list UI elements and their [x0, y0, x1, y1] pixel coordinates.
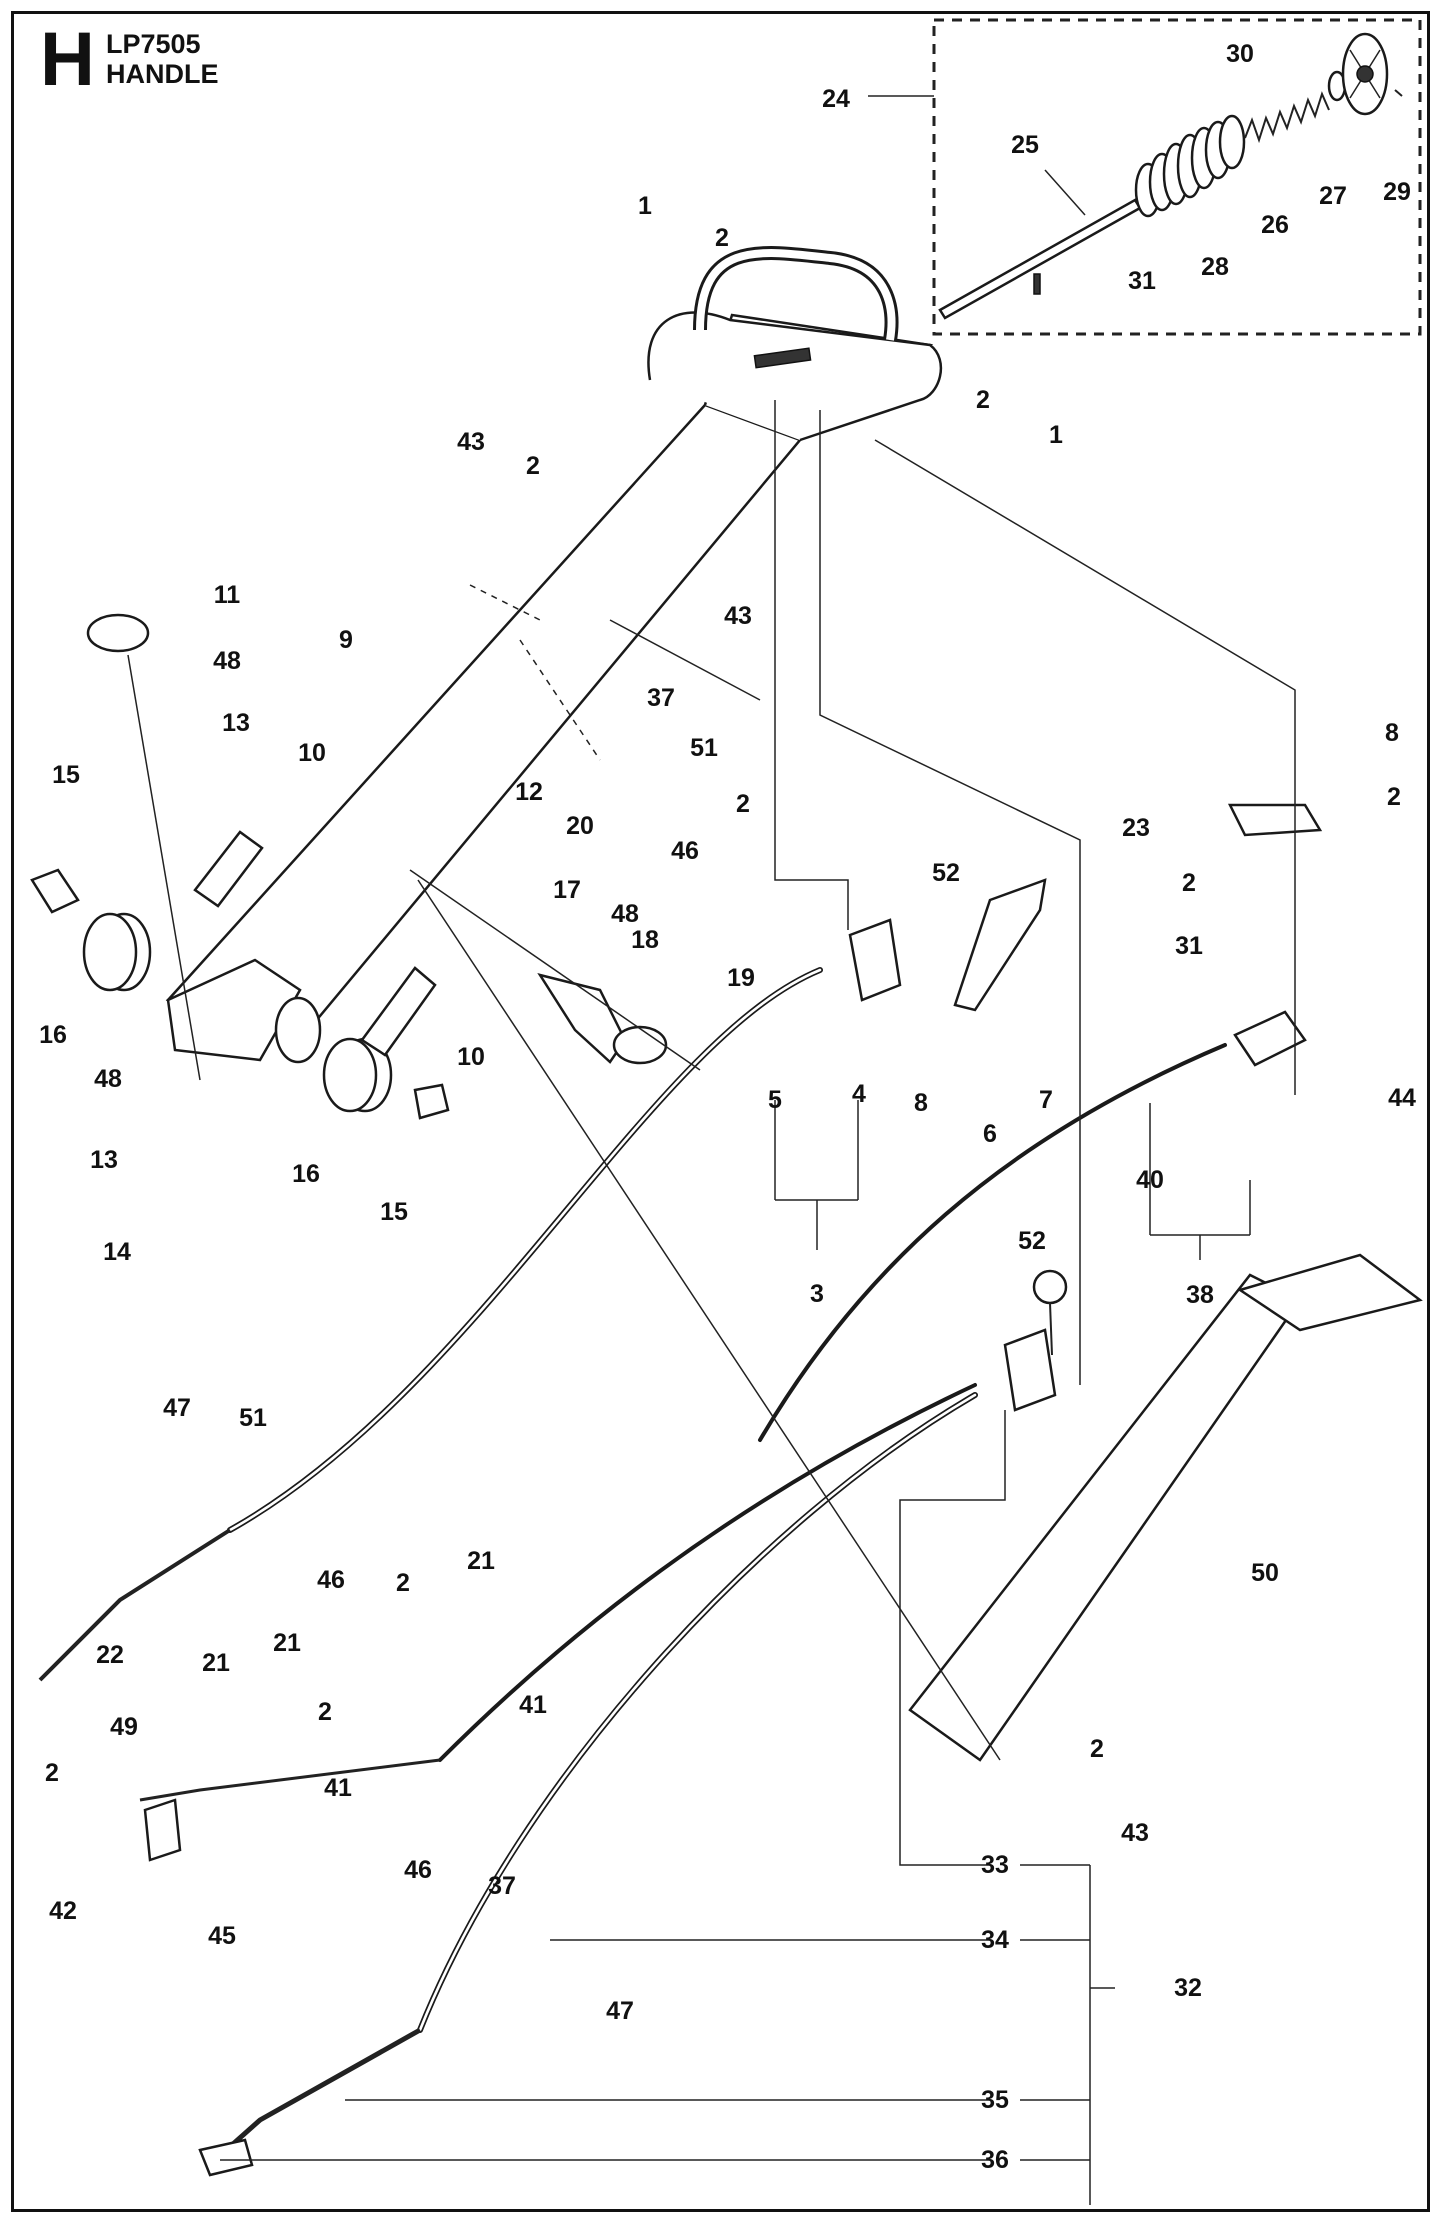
mount-brackets [143, 803, 1423, 1862]
control-valves [848, 878, 1068, 1412]
callout-16-left: 16 [39, 1021, 67, 1049]
slot-plates [193, 830, 437, 1057]
callout-7: 7 [1039, 1086, 1053, 1114]
callout-22: 22 [96, 1641, 124, 1669]
callout-44: 44 [1388, 1084, 1416, 1112]
callout-2-bottom: 2 [1090, 1735, 1104, 1763]
callout-47-top: 47 [163, 1394, 191, 1422]
callout-5: 5 [768, 1086, 782, 1114]
callout-46-mid: 46 [317, 1566, 345, 1594]
callout-19: 19 [727, 964, 755, 992]
control-cables [38, 967, 1227, 2177]
callout-33: 33 [981, 1851, 1009, 1879]
callout-21-left: 21 [202, 1649, 230, 1677]
callout-2-mid: 2 [736, 790, 750, 818]
leader-lines [127, 400, 1296, 2205]
spring-rod-assembly [938, 32, 1403, 320]
handle-tube [165, 246, 943, 1064]
callout-32: 32 [1174, 1974, 1202, 2002]
pedal-lever [537, 973, 668, 1065]
callout-51-top: 51 [690, 734, 718, 762]
callout-48-bottom: 48 [94, 1065, 122, 1093]
callout-8-bottom: 8 [914, 1089, 928, 1117]
callout-25: 25 [1011, 131, 1039, 159]
callout-labels: 30 24 25 26 27 29 28 31 1 2 2 1 43 2 11 … [39, 40, 1416, 2174]
callout-31-lower: 31 [1175, 932, 1203, 960]
callout-26: 26 [1261, 211, 1289, 239]
callout-16-bottom: 16 [292, 1160, 320, 1188]
callout-2-clip: 2 [318, 1698, 332, 1726]
large-spring [1134, 114, 1246, 218]
callout-37-bottom: 37 [488, 1872, 516, 1900]
callout-3: 3 [810, 1280, 824, 1308]
callout-2-top: 2 [715, 224, 729, 252]
section-letter: H [40, 17, 95, 102]
callout-49: 49 [110, 1713, 138, 1741]
callout-20: 20 [566, 812, 594, 840]
callout-41-lower: 41 [324, 1774, 352, 1802]
callout-29: 29 [1383, 178, 1411, 206]
callout-35: 35 [981, 2086, 1009, 2114]
callout-4: 4 [852, 1080, 866, 1108]
callout-13-bottom: 13 [90, 1146, 118, 1174]
callout-52-top: 52 [932, 859, 960, 887]
assembly-title: HANDLE [106, 58, 219, 89]
callout-37-top: 37 [647, 684, 675, 712]
callout-6: 6 [983, 1120, 997, 1148]
callout-28: 28 [1201, 253, 1229, 281]
callout-2-far-right: 2 [1387, 783, 1401, 811]
model-number: LP7505 [106, 29, 201, 59]
callout-2-right: 2 [976, 386, 990, 414]
callout-41-upper: 41 [519, 1691, 547, 1719]
callout-2-upper-left: 2 [526, 452, 540, 480]
callout-31-upper: 31 [1128, 267, 1156, 295]
callout-43-mid: 43 [724, 602, 752, 630]
callout-50: 50 [1251, 1559, 1279, 1587]
callout-15-bottom: 15 [380, 1198, 408, 1226]
callout-9: 9 [339, 626, 353, 654]
callout-43-bottom: 43 [1121, 1819, 1149, 1847]
callout-21-right: 21 [467, 1547, 495, 1575]
callout-15-left: 15 [52, 761, 80, 789]
callout-51-bottom: 51 [239, 1404, 267, 1432]
callout-2-bracket: 2 [1182, 869, 1196, 897]
inset-detail-box [868, 18, 1422, 336]
callout-27: 27 [1319, 182, 1347, 210]
callout-21-mid: 21 [273, 1629, 301, 1657]
callout-48-mid: 48 [611, 900, 639, 928]
rubber-bushings [30, 613, 450, 1120]
callout-40: 40 [1136, 1166, 1164, 1194]
callout-2-left: 2 [45, 1759, 59, 1787]
callout-1-right: 1 [1049, 421, 1063, 449]
callout-24: 24 [822, 85, 850, 113]
callout-43-top: 43 [457, 428, 485, 456]
callout-42: 42 [49, 1897, 77, 1925]
diagram-frame [11, 11, 1430, 2212]
callout-13-top: 13 [222, 709, 250, 737]
callout-12: 12 [515, 778, 543, 806]
callout-10-top: 10 [298, 739, 326, 767]
callout-52-bottom: 52 [1018, 1227, 1046, 1255]
callout-10-bottom: 10 [457, 1043, 485, 1071]
callout-48-top: 48 [213, 647, 241, 675]
callout-45: 45 [208, 1922, 236, 1950]
callout-23: 23 [1122, 814, 1150, 842]
callout-17: 17 [553, 876, 581, 904]
callout-30: 30 [1226, 40, 1254, 68]
callout-2-cable: 2 [396, 1569, 410, 1597]
callout-34: 34 [981, 1926, 1009, 1954]
callout-8-right: 8 [1385, 719, 1399, 747]
callout-18: 18 [631, 926, 659, 954]
callout-14: 14 [103, 1238, 131, 1266]
callout-46-bottom: 46 [404, 1856, 432, 1884]
diagram-heading: LP7505 HANDLE [106, 29, 219, 89]
callout-47-bottom: 47 [606, 1997, 634, 2025]
callout-36: 36 [981, 2146, 1009, 2174]
callout-11: 11 [214, 581, 241, 609]
callout-46-top: 46 [671, 837, 699, 865]
callout-1-left: 1 [638, 192, 652, 220]
callout-38: 38 [1186, 1281, 1214, 1309]
